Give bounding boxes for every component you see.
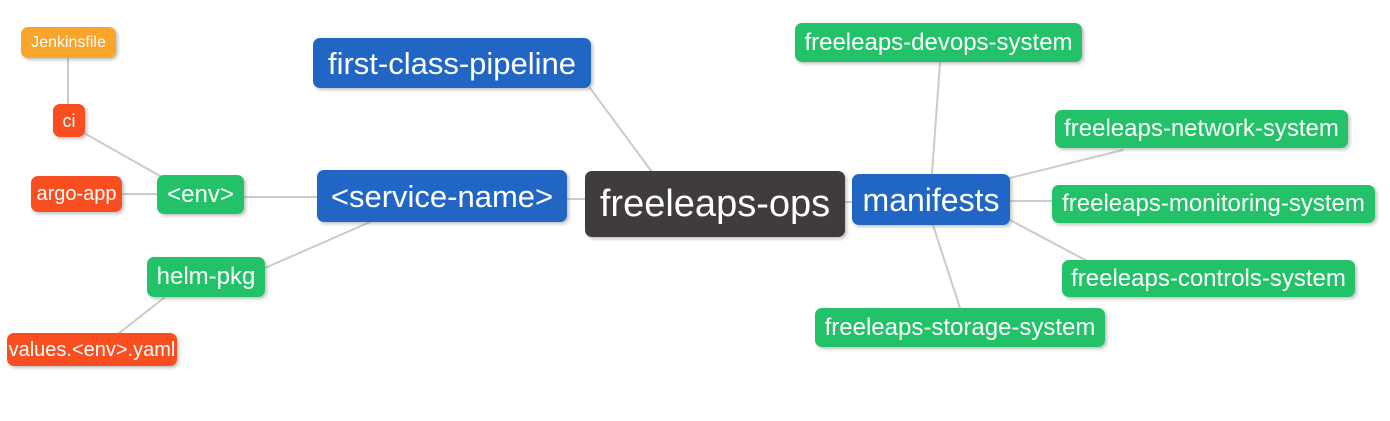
node-jenkinsfile[interactable]: Jenkinsfile: [21, 27, 116, 58]
edge-manifests-to-freeleaps-devops-system: [931, 62, 941, 175]
node-env[interactable]: <env>: [157, 175, 244, 214]
node-freeleaps-devops-system[interactable]: freeleaps-devops-system: [795, 23, 1082, 62]
edge-helm-pkg-to-service-name: [264, 221, 371, 269]
node-service-name[interactable]: <service-name>: [317, 170, 567, 222]
node-first-class-pipeline[interactable]: first-class-pipeline: [313, 38, 591, 88]
node-freeleaps-monitoring-system[interactable]: freeleaps-monitoring-system: [1052, 185, 1375, 223]
edge-helm-pkg-to-values-env-yaml: [117, 296, 166, 335]
edge-manifests-to-freeleaps-network-system: [1009, 149, 1124, 179]
edge-manifests-to-freeleaps-storage-system: [932, 224, 961, 309]
node-freeleaps-ops[interactable]: freeleaps-ops: [585, 171, 845, 237]
node-manifests[interactable]: manifests: [852, 174, 1010, 225]
edge-ci-to-env: [83, 132, 161, 177]
node-helm-pkg[interactable]: helm-pkg: [147, 257, 265, 297]
edge-manifests-to-freeleaps-controls-system: [1009, 219, 1088, 262]
node-values-env-yaml[interactable]: values.<env>.yaml: [7, 333, 177, 366]
edge-first-class-pipeline-to-freeleaps-ops: [589, 87, 653, 173]
node-freeleaps-controls-system[interactable]: freeleaps-controls-system: [1062, 260, 1355, 297]
node-ci[interactable]: ci: [53, 104, 85, 137]
node-argo-app[interactable]: argo-app: [31, 176, 122, 212]
node-freeleaps-storage-system[interactable]: freeleaps-storage-system: [815, 308, 1105, 347]
node-freeleaps-network-system[interactable]: freeleaps-network-system: [1055, 110, 1348, 148]
